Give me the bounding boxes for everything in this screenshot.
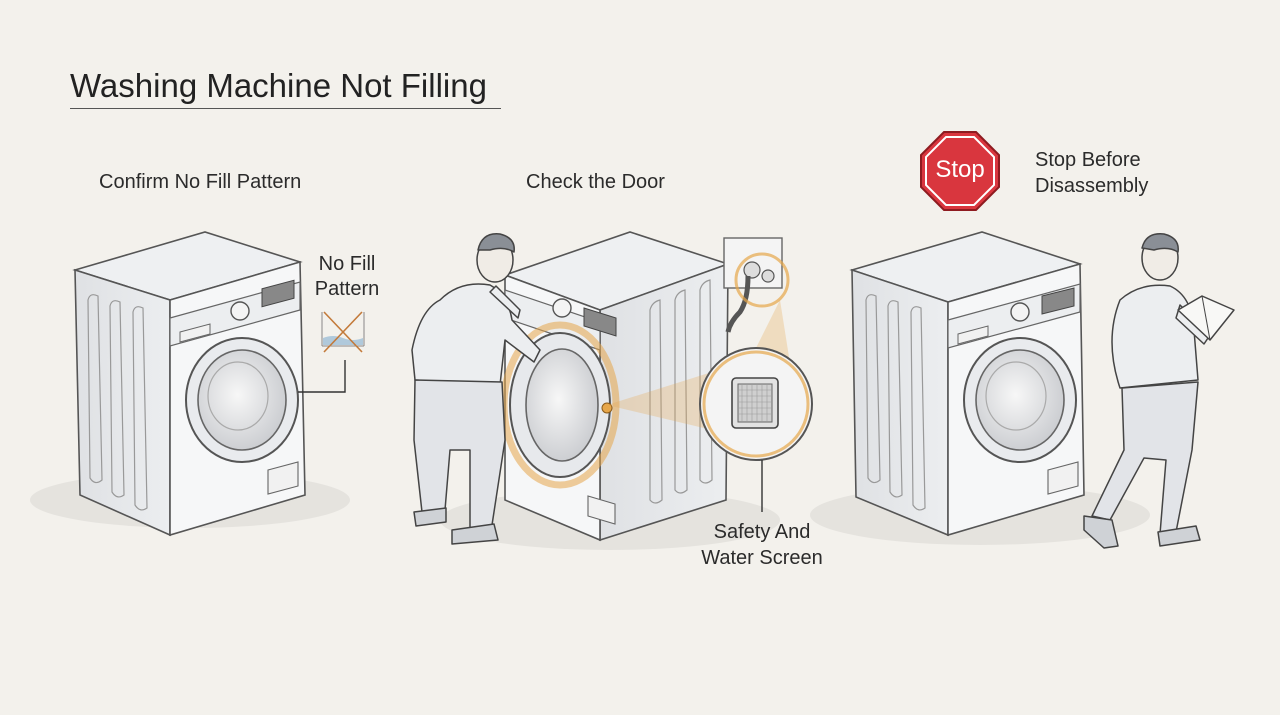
panel-2-heading: Check the Door — [526, 171, 665, 193]
page-title: Washing Machine Not Filling — [70, 67, 487, 104]
no-fill-label-line1: No Fill — [318, 253, 376, 275]
person-checking-door — [411, 233, 541, 545]
washer-1 — [30, 231, 350, 537]
stop-sign-label: Stop — [935, 156, 985, 183]
water-tap — [723, 237, 790, 333]
panel-1-heading: Confirm No Fill Pattern — [99, 171, 302, 193]
no-fill-label-line2: Pattern — [314, 278, 380, 300]
screen-inset — [699, 347, 813, 512]
title-underline — [70, 108, 501, 109]
panel-3-heading-line1: Stop Before — [1035, 149, 1141, 171]
no-fill-callout — [298, 311, 365, 393]
person-reading-manual — [1083, 233, 1235, 549]
washer-3 — [810, 231, 1150, 545]
safety-screen-label-line1: Safety And — [713, 521, 811, 543]
washer-2 — [440, 231, 780, 550]
safety-screen-label-line2: Water Screen — [701, 547, 823, 569]
panel-3-heading-line2: Disassembly — [1035, 175, 1149, 197]
stop-sign-icon — [920, 131, 1000, 211]
